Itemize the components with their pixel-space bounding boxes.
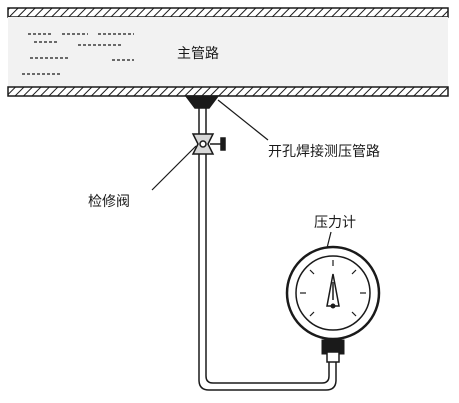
impulse-tube-inner	[205, 154, 330, 384]
main-pipe-bottom-wall	[7, 86, 449, 97]
gauge-connector	[326, 351, 340, 363]
gauge-label: 压力计	[314, 215, 356, 231]
valve-leader	[151, 145, 197, 191]
gauge-tick	[351, 311, 357, 317]
tap-tee	[184, 95, 220, 134]
valve-nut	[199, 140, 207, 148]
gauge-tick	[309, 269, 315, 275]
gauge-ticks	[300, 260, 366, 317]
gauge-leader	[326, 231, 332, 249]
maintenance-valve	[191, 133, 226, 155]
gauge-pivot	[330, 303, 336, 309]
flow-marks	[22, 33, 134, 75]
main-pipe-bore	[8, 17, 448, 87]
tapping-pipe-label: 开孔焊接测压管路	[268, 143, 380, 160]
valve-label: 检修阀	[88, 194, 130, 210]
gauge-tick	[351, 269, 357, 275]
leader-lines	[151, 99, 332, 249]
valve-handle	[220, 137, 226, 151]
tap-weld	[184, 95, 220, 109]
tapping-pipe-leader	[217, 99, 269, 141]
main-pipe-top-wall	[7, 7, 449, 18]
pressure-gauge	[285, 245, 381, 363]
gauge-tick	[309, 311, 315, 317]
main-pipe-label: 主管路	[177, 46, 219, 62]
impulse-tube	[198, 154, 337, 391]
main-pipe	[7, 7, 449, 97]
impulse-tube-outer	[198, 154, 337, 391]
